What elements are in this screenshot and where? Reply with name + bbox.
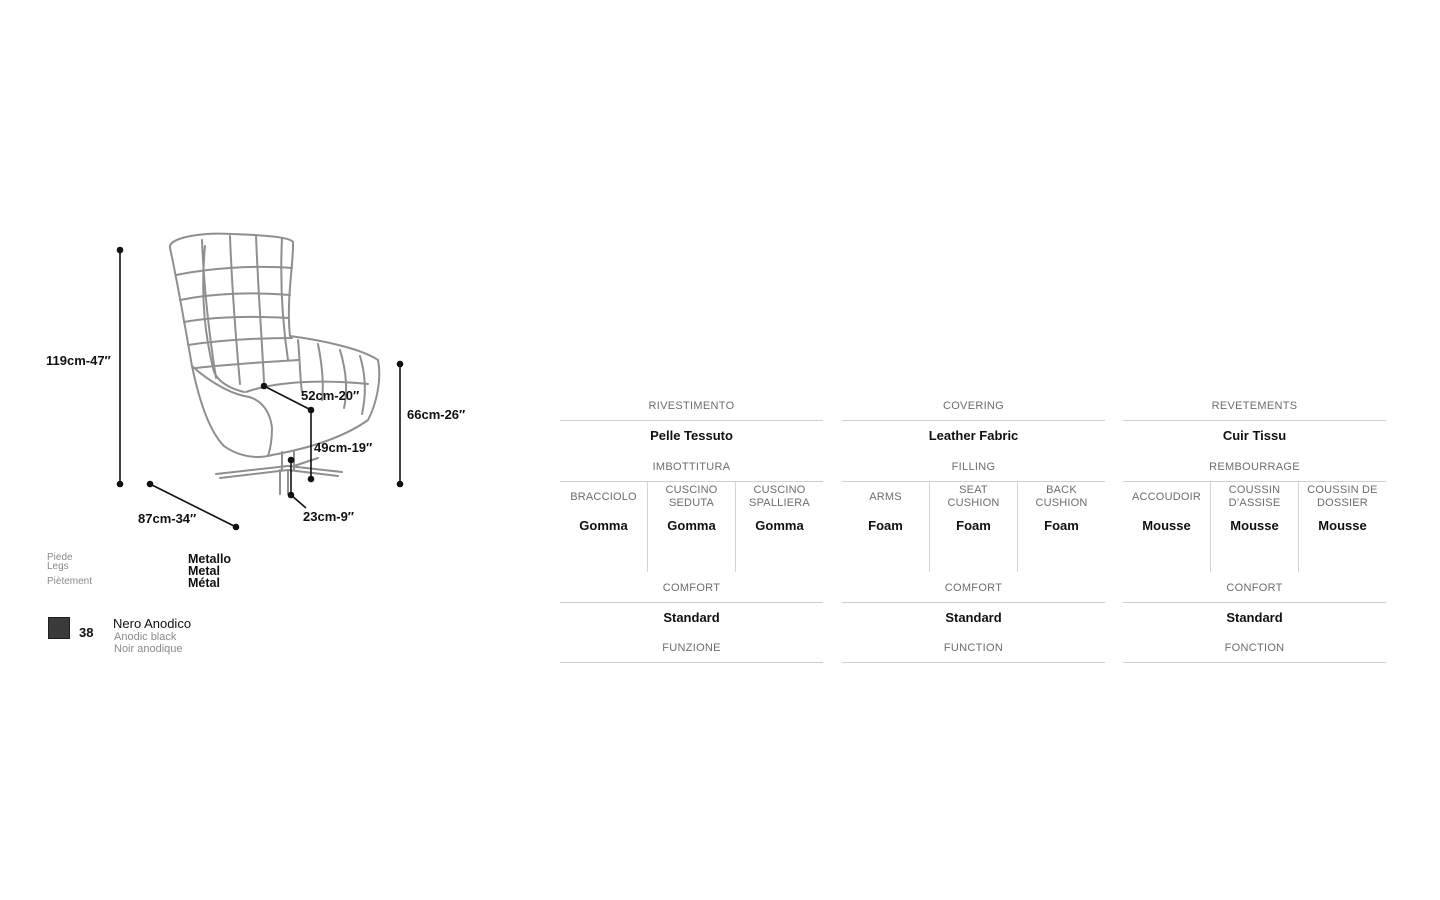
covering-title: REVETEMENTS (1211, 400, 1298, 412)
filling-column-back: CUSCINO SPALLIERA Gomma (735, 482, 823, 572)
divider (1123, 420, 1386, 421)
comfort-title: COMFORT (944, 582, 1003, 594)
function-title: FONCTION (1224, 642, 1285, 654)
filling-columns: ARMS Foam SEAT CUSHION Foam BACK CUSHION… (842, 482, 1105, 572)
comfort-value: Standard (1226, 610, 1283, 625)
covering-value: Leather Fabric (928, 428, 1019, 443)
filling-value: Foam (956, 518, 991, 533)
spec-column-it: RIVESTIMENTO Pelle Tessuto IMBOTTITURA B… (560, 396, 823, 666)
divider (1123, 481, 1386, 482)
filling-column-back: BACK CUSHION Foam (1017, 482, 1105, 572)
legs-label-fr: Piètement (47, 576, 93, 587)
divider (842, 481, 1105, 482)
legs-material: Piede Legs Piètement Metallo Metal Métal (47, 553, 307, 593)
dimension-seat-depth: 52cm-20″ (301, 388, 360, 403)
covering-title: COVERING (942, 400, 1005, 412)
filling-label: ACCOUDOIR (1131, 490, 1202, 503)
filling-title: IMBOTTITURA (652, 461, 731, 473)
spec-column-fr: REVETEMENTS Cuir Tissu REMBOURRAGE ACCOU… (1123, 396, 1386, 666)
filling-value: Foam (868, 518, 903, 533)
armchair-drawing: 119cm-47″ 52cm-20″ 66cm-26″ 49cm-19″ 87c… (0, 0, 520, 560)
dimension-base-height: 23cm-9″ (303, 509, 355, 524)
dimension-height: 119cm-47″ (46, 353, 111, 368)
divider (842, 662, 1105, 663)
filling-value: Mousse (1230, 518, 1279, 533)
legs-value-it: Metallo (188, 552, 232, 566)
comfort-value: Standard (663, 610, 720, 625)
dimension-width: 87cm-34″ (138, 511, 197, 526)
filling-column-seat: SEAT CUSHION Foam (929, 482, 1017, 572)
finish-name-fr: Noir anodique (114, 642, 183, 655)
filling-column-seat: COUSSIN D’ASSISE Mousse (1210, 482, 1298, 572)
function-title: FUNCTION (943, 642, 1004, 654)
filling-value: Mousse (1318, 518, 1367, 533)
filling-value: Gomma (579, 518, 628, 533)
finish-alt-names: Anodic black Noir anodique (114, 631, 183, 655)
divider (560, 662, 823, 663)
filling-label: BRACCIOLO (570, 490, 637, 503)
armchair-illustration (116, 232, 404, 531)
filling-value: Mousse (1142, 518, 1191, 533)
divider (560, 602, 823, 603)
divider (1123, 662, 1386, 663)
finish-color-swatch (48, 617, 70, 639)
filling-column-arms: ARMS Foam (842, 482, 929, 572)
divider (560, 420, 823, 421)
legs-label-en: Legs (47, 561, 69, 572)
filling-columns: BRACCIOLO Gomma CUSCINO SEDUTA Gomma CUS… (560, 482, 823, 572)
dimension-seat-height: 49cm-19″ (314, 440, 373, 455)
spec-column-en: COVERING Leather Fabric FILLING ARMS Foa… (842, 396, 1105, 666)
filling-title: REMBOURRAGE (1209, 461, 1300, 473)
filling-label: ARMS (869, 490, 902, 503)
filling-column-arms: BRACCIOLO Gomma (560, 482, 647, 572)
filling-column-back: COUSSIN DE DOSSIER Mousse (1298, 482, 1386, 572)
divider (842, 420, 1105, 421)
legs-value-en: Metal (188, 564, 220, 578)
divider (842, 602, 1105, 603)
filling-column-seat: CUSCINO SEDUTA Gomma (647, 482, 735, 572)
finish-swatch-row: 38 Nero Anodico Anodic black Noir anodiq… (48, 616, 308, 662)
filling-value: Foam (1044, 518, 1079, 533)
filling-columns: ACCOUDOIR Mousse COUSSIN D’ASSISE Mousse… (1123, 482, 1386, 572)
covering-title: RIVESTIMENTO (648, 400, 735, 412)
filling-label: BACK CUSHION (1035, 484, 1088, 509)
dimension-arm-height: 66cm-26″ (407, 407, 466, 422)
filling-label: COUSSIN DE DOSSIER (1307, 484, 1378, 509)
divider (1123, 602, 1386, 603)
comfort-title: COMFORT (662, 582, 721, 594)
filling-label: SEAT CUSHION (947, 484, 1000, 509)
filling-label: COUSSIN D’ASSISE (1228, 484, 1281, 509)
filling-value: Gomma (667, 518, 716, 533)
covering-value: Cuir Tissu (1222, 428, 1287, 443)
legs-value-fr: Métal (188, 576, 220, 590)
filling-label: CUSCINO SPALLIERA (749, 484, 810, 509)
legs-values: Metallo Metal Métal (188, 552, 232, 590)
finish-code: 38 (79, 625, 94, 640)
function-title: FUNZIONE (662, 642, 721, 654)
comfort-value: Standard (945, 610, 1002, 625)
divider (560, 481, 823, 482)
comfort-title: CONFORT (1226, 582, 1283, 594)
filling-title: FILLING (951, 461, 996, 473)
filling-value: Gomma (755, 518, 804, 533)
filling-column-arms: ACCOUDOIR Mousse (1123, 482, 1210, 572)
legs-labels: Piede Legs Piètement (47, 552, 93, 587)
finish-name: Nero Anodico (113, 616, 192, 631)
covering-value: Pelle Tessuto (650, 428, 733, 443)
finish-name-en: Anodic black (114, 631, 177, 643)
filling-label: CUSCINO SEDUTA (665, 484, 718, 509)
legs-label-it: Piede (47, 552, 73, 563)
